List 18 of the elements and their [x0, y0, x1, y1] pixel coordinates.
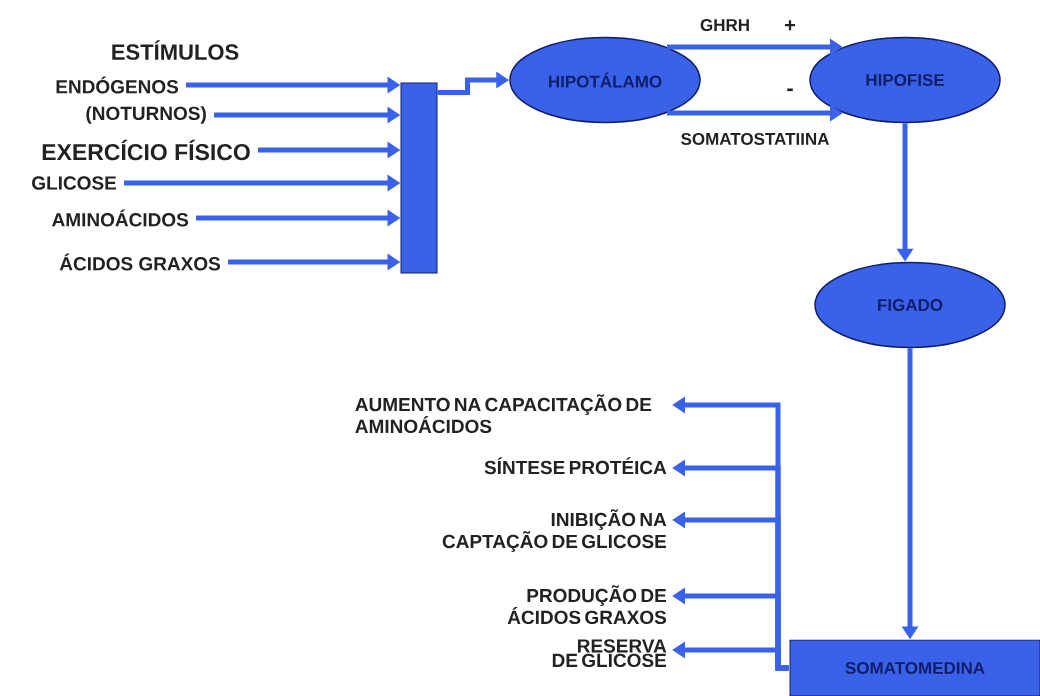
effect-label: INIBIÇÃO NA CAPTAÇÃO DE GLICOSE: [442, 509, 667, 552]
edge-label: GHRH: [699, 18, 752, 33]
stimulus-label: ÁCIDOS GRAXOS: [59, 253, 221, 271]
stimulus-label: (NOTURNOS): [86, 106, 206, 124]
edge-label: SOMATOSTATIINA: [679, 131, 831, 146]
stimulus-label: ENDÓGENOS: [56, 76, 179, 94]
hormone-box: SOMATOMEDINA: [789, 639, 1040, 696]
effect-label: RESERVA DE GLICOSE: [552, 639, 667, 668]
effect-label: SÍNTESE PROTÉICA: [484, 457, 667, 475]
effect-label: AUMENTO NA CAPACITAÇÃO DE AMINOÁCIDOS: [355, 394, 652, 434]
collector-bar: [400, 82, 438, 274]
plus-sign: +: [785, 20, 796, 31]
stimulus-label: GLICOSE: [32, 176, 117, 190]
stimulus-label: EXERCÍCIO FÍSICO: [42, 139, 250, 161]
heading: ESTÍMULOS: [112, 40, 239, 60]
minus-sign: -: [787, 88, 793, 92]
effect-label: PRODUÇÃO DE ÁCIDOS GRAXOS: [507, 585, 667, 625]
stimulus-label: AMINOÁCIDOS: [52, 209, 189, 227]
